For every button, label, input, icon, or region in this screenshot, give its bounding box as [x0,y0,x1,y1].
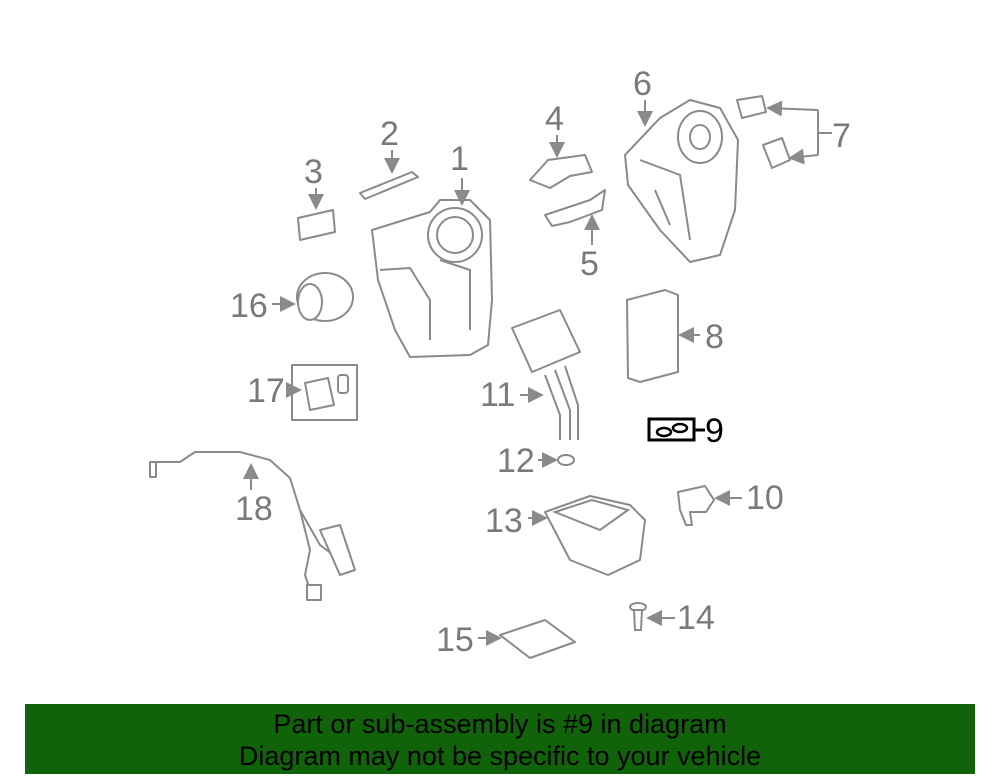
label-part-18[interactable]: 18 [235,490,273,528]
part-18-wiring-harness[interactable] [149,451,356,601]
label-part-17[interactable]: 17 [247,372,285,410]
banner-line-1: Part or sub-assembly is #9 in diagram [273,709,727,739]
part-12-oring[interactable] [538,452,575,468]
label-part-15[interactable]: 15 [436,621,474,659]
part-14-fastener[interactable] [629,602,675,631]
label-part-4[interactable]: 4 [545,100,564,138]
label-part-10[interactable]: 10 [746,479,784,517]
part-11-heater-core[interactable] [511,309,581,440]
label-part-2[interactable]: 2 [380,115,399,153]
label-part-14[interactable]: 14 [677,599,715,637]
label-part-6[interactable]: 6 [633,65,652,103]
info-banner: Part or sub-assembly is #9 in diagram Di… [25,704,975,774]
label-part-7[interactable]: 7 [832,117,851,155]
part-9-seal-kit[interactable] [647,417,705,442]
part-10-sensor[interactable] [677,485,742,526]
label-part-9[interactable]: 9 [705,412,724,450]
part-4-bracket[interactable] [529,135,593,189]
part-16-blower-motor[interactable] [272,272,354,322]
part-17-resistor[interactable] [286,364,358,421]
label-part-12[interactable]: 12 [497,442,535,480]
label-part-16[interactable]: 16 [230,287,268,325]
label-part-13[interactable]: 13 [485,502,523,540]
label-part-5[interactable]: 5 [580,245,599,283]
part-5-bracket[interactable] [544,189,606,245]
part-1-heater-case[interactable] [371,178,493,358]
label-part-11[interactable]: 11 [480,376,515,414]
part-3-filter-door[interactable] [297,188,336,241]
part-2-seal[interactable] [359,150,419,200]
part-13-case-lower[interactable] [528,495,646,576]
label-part-1[interactable]: 1 [450,140,469,178]
label-part-3[interactable]: 3 [304,153,323,191]
banner-line-2: Diagram may not be specific to your vehi… [238,741,762,771]
part-8-evaporator[interactable] [626,289,700,383]
part-7-clips[interactable] [736,95,832,169]
part-6-blower-case[interactable] [624,99,739,263]
label-part-8[interactable]: 8 [705,318,724,356]
part-15-plate[interactable] [478,619,576,659]
